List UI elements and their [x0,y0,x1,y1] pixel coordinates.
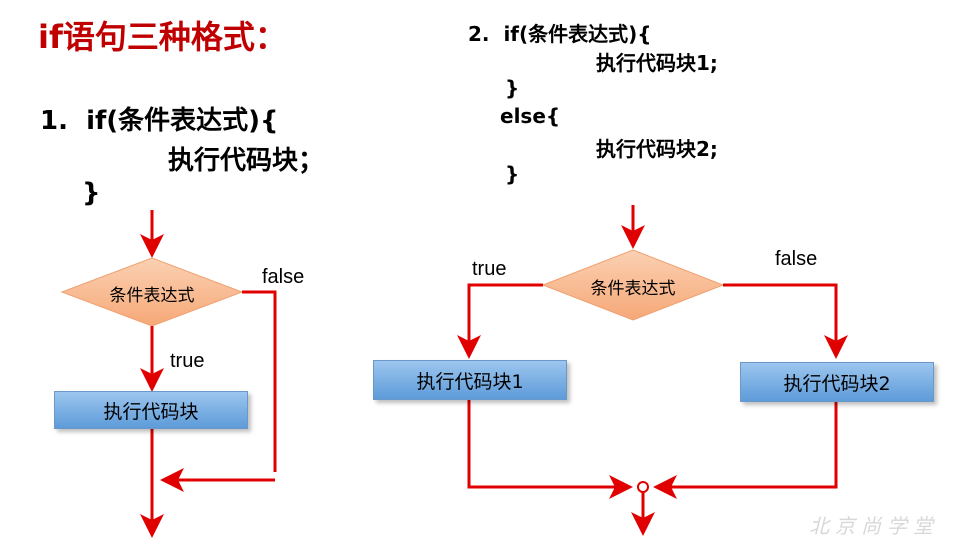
f2-condition-label: 条件表达式 [590,279,676,299]
f2-true-label: true [472,258,507,280]
format2-code-line6: } [505,162,520,186]
watermark-logo: 北京尚学堂 [809,514,939,538]
flowchart-1 [60,210,277,538]
f2-false-path [723,283,848,359]
f1-code-block: 执行代码块 [54,391,248,429]
f1-false-label: false [262,266,305,288]
flowchart-2 [457,205,848,536]
f2-block2-out [653,400,838,499]
format2-code-line5: 执行代码块2; [596,137,718,161]
format2-code-line4: else{ [500,104,561,128]
f2-false-label: false [775,248,818,270]
f1-false-path [242,290,277,472]
f1-true-label: true [170,350,205,372]
format2-code-line3: } [505,76,520,100]
format1-code-line3: } [82,178,101,208]
slide-title: if语句三种格式： [38,18,287,56]
format2-code-line2: 执行代码块1; [596,51,718,75]
format1-code-line1: 1. if(条件表达式){ [40,106,279,136]
f2-merge-node [637,481,649,493]
f2-true-path [457,283,543,359]
f2-block1-out [467,398,633,499]
f2-code-block-1: 执行代码块1 [373,360,567,400]
format2-code-line1: 2. if(条件表达式){ [468,22,652,46]
f2-code-block-2: 执行代码块2 [740,362,934,402]
f1-condition-label: 条件表达式 [109,286,195,306]
format1-code-line2: 执行代码块； [168,146,325,176]
